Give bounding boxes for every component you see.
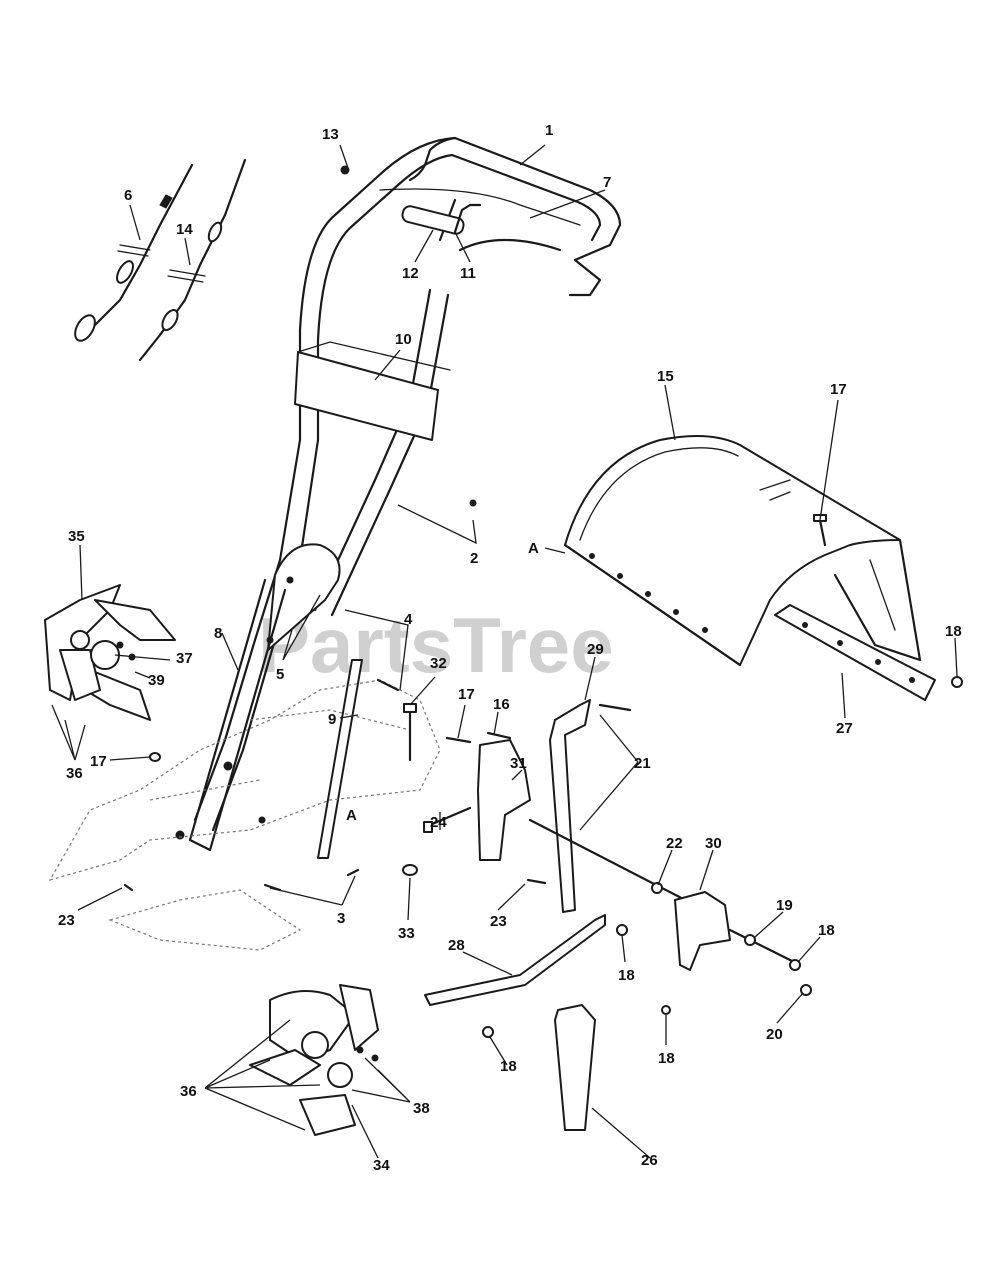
callout-label: 4 (404, 611, 413, 628)
callout-label: 18 (658, 1050, 675, 1067)
callout-label: 39 (148, 672, 165, 689)
callout-label: 10 (395, 331, 412, 348)
callout-label: 29 (587, 641, 604, 658)
callout-label: A (346, 807, 357, 824)
tine-frame (175, 543, 341, 852)
callout-label: 35 (68, 528, 85, 545)
tine-assembly-right (249, 984, 379, 1136)
callout-label: 17 (458, 686, 475, 703)
callout-label: 34 (373, 1157, 390, 1174)
callout-label: 8 (214, 625, 222, 642)
callout-label: 16 (493, 696, 510, 713)
callout-label: 31 (510, 755, 527, 772)
clevis-pin (528, 818, 697, 907)
callout-label: 18 (818, 922, 835, 939)
callout-label: A (528, 540, 539, 557)
cable-14 (138, 158, 247, 362)
callout-label: 32 (430, 655, 447, 672)
callout-label: 11 (460, 265, 476, 282)
watermark-text: PartsTree (258, 601, 614, 689)
callout-label: 7 (603, 174, 611, 191)
callout-label: 28 (448, 937, 465, 954)
callout-label: 24 (430, 814, 447, 831)
callout-label: 18 (945, 623, 962, 640)
callout-label: 18 (618, 967, 635, 984)
drag-stake (554, 1004, 596, 1131)
callout-label: 23 (490, 913, 507, 930)
callout-label: 19 (776, 897, 793, 914)
callout-label: 5 (276, 666, 284, 683)
callout-label: 20 (766, 1026, 783, 1043)
callout-label: 33 (398, 925, 415, 942)
cable-6 (74, 163, 194, 342)
callout-label: 9 (328, 711, 336, 728)
grip-lever (401, 203, 482, 235)
callout-label: 30 (705, 835, 722, 852)
hitch-bracket (477, 739, 531, 861)
tine-shield (563, 435, 922, 667)
callout-label: 37 (176, 650, 193, 667)
callout-label: 1 (545, 122, 553, 139)
callout-label: 36 (180, 1083, 197, 1100)
callout-label: 13 (322, 126, 339, 143)
callout-label: 38 (413, 1100, 430, 1117)
shield-flap (774, 604, 936, 701)
callout-label: 22 (666, 835, 683, 852)
transmission-ghost (48, 679, 441, 951)
callout-label: 18 (500, 1058, 517, 1075)
callout-label: 23 (58, 912, 75, 929)
callout-label: 12 (402, 265, 419, 282)
callout-label: 15 (657, 368, 674, 385)
depth-lever (549, 699, 591, 913)
handle-panel (294, 341, 451, 441)
callout-label: 6 (124, 187, 132, 204)
hitch-plate (674, 891, 731, 971)
callout-label: 21 (634, 755, 651, 772)
callout-labels: 1 7 13 12 11 6 14 10 15 17 2 A 35 4 8 5 … (58, 122, 962, 1174)
link-rod (424, 914, 606, 1006)
callout-label: 2 (470, 550, 478, 567)
callout-label: 17 (830, 381, 847, 398)
callout-label: 14 (176, 221, 193, 238)
leader-lines (51, 144, 958, 1159)
callout-label: 26 (641, 1152, 658, 1169)
callout-label: 36 (66, 765, 83, 782)
control-wire (379, 188, 581, 226)
depth-bar (317, 659, 363, 859)
callout-label: 17 (90, 753, 107, 770)
tine-assembly-left (44, 584, 176, 721)
callout-label: 3 (337, 910, 345, 927)
hardware (123, 165, 963, 1038)
callout-label: 27 (836, 720, 853, 737)
